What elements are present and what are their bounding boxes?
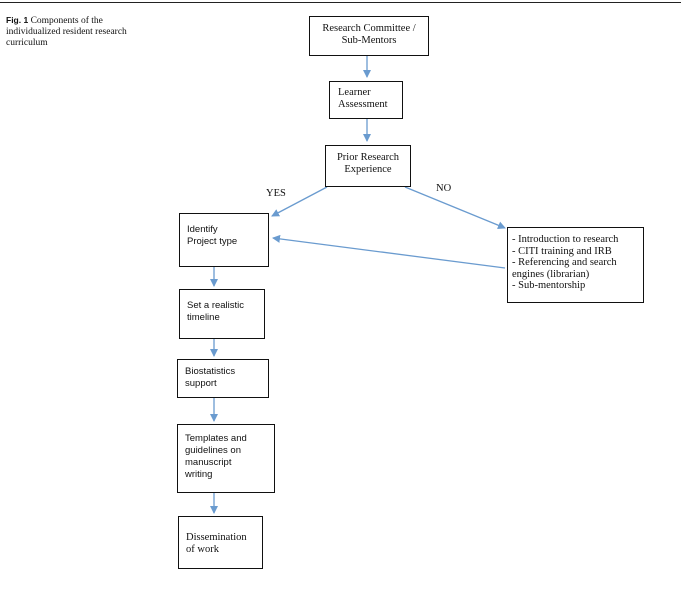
node-identify-project-type-line-2: Project type	[187, 236, 238, 247]
node-dissemination-of-work: Dissemination of work	[178, 516, 263, 569]
node-biostatistics-support-line-2: support	[185, 378, 217, 389]
node-intro-research-list-line-4: engines (librarian)	[512, 268, 590, 280]
caption-line-2: individualized resident research	[6, 27, 127, 37]
edge-label-yes: YES	[266, 188, 286, 199]
node-templates-guidelines-line-4: writing	[185, 469, 213, 480]
caption-line-1: Components of the	[30, 16, 103, 26]
node-intro-research-list-line-2: - CITI training and IRB	[512, 245, 612, 257]
edge-prior-identify	[271, 186, 328, 217]
node-intro-research-list-line-5: - Sub-mentorship	[512, 280, 586, 291]
node-prior-research-experience-line-1: Prior Research	[336, 152, 400, 163]
node-learner-assessment: Learner Assessment	[329, 81, 403, 119]
node-research-committee-line-2: Sub-Mentors	[341, 35, 397, 46]
top-rule	[0, 2, 681, 3]
edge-intro-identify	[272, 234, 506, 269]
node-prior-research-experience: Prior Research Experience	[325, 145, 411, 187]
node-realistic-timeline: Set a realistic timeline	[179, 289, 265, 339]
node-templates-guidelines: Templates and guidelines on manuscript w…	[177, 424, 275, 493]
node-learner-assessment-line-2: Assessment	[338, 99, 388, 110]
node-research-committee-line-1: Research Committee /	[322, 23, 416, 34]
node-biostatistics-support: Biostatistics support	[177, 359, 269, 398]
node-research-committee: Research Committee / Sub-Mentors	[309, 16, 429, 56]
node-dissemination-of-work-line-1: Dissemination	[186, 532, 247, 543]
caption-line-3: curriculum	[6, 38, 48, 48]
figure-caption: Fig. 1 Components of the individualized …	[6, 15, 166, 49]
figure-label: Fig. 1	[6, 15, 29, 25]
node-dissemination-of-work-line-2: of work	[186, 544, 219, 555]
edge-prior-intro	[404, 186, 506, 230]
node-intro-research-list-line-3: - Referencing and search	[512, 257, 617, 268]
node-intro-research-list-line-1: - Introduction to research	[512, 234, 619, 245]
node-templates-guidelines-line-3: manuscript	[185, 457, 232, 468]
node-realistic-timeline-line-1: Set a realistic	[187, 300, 245, 311]
node-learner-assessment-line-1: Learner	[338, 87, 371, 98]
node-realistic-timeline-line-2: timeline	[187, 312, 220, 323]
node-biostatistics-support-line-1: Biostatistics	[185, 366, 236, 377]
node-templates-guidelines-line-1: Templates and	[185, 433, 247, 444]
node-prior-research-experience-line-2: Experience	[344, 164, 392, 175]
node-intro-research-list: - Introduction to research - CITI traini…	[507, 227, 644, 303]
node-templates-guidelines-line-2: guidelines on	[185, 445, 241, 456]
node-identify-project-type-line-1: Identify	[187, 224, 218, 235]
node-identify-project-type: Identify Project type	[179, 213, 269, 267]
edge-label-no: NO	[436, 183, 452, 194]
